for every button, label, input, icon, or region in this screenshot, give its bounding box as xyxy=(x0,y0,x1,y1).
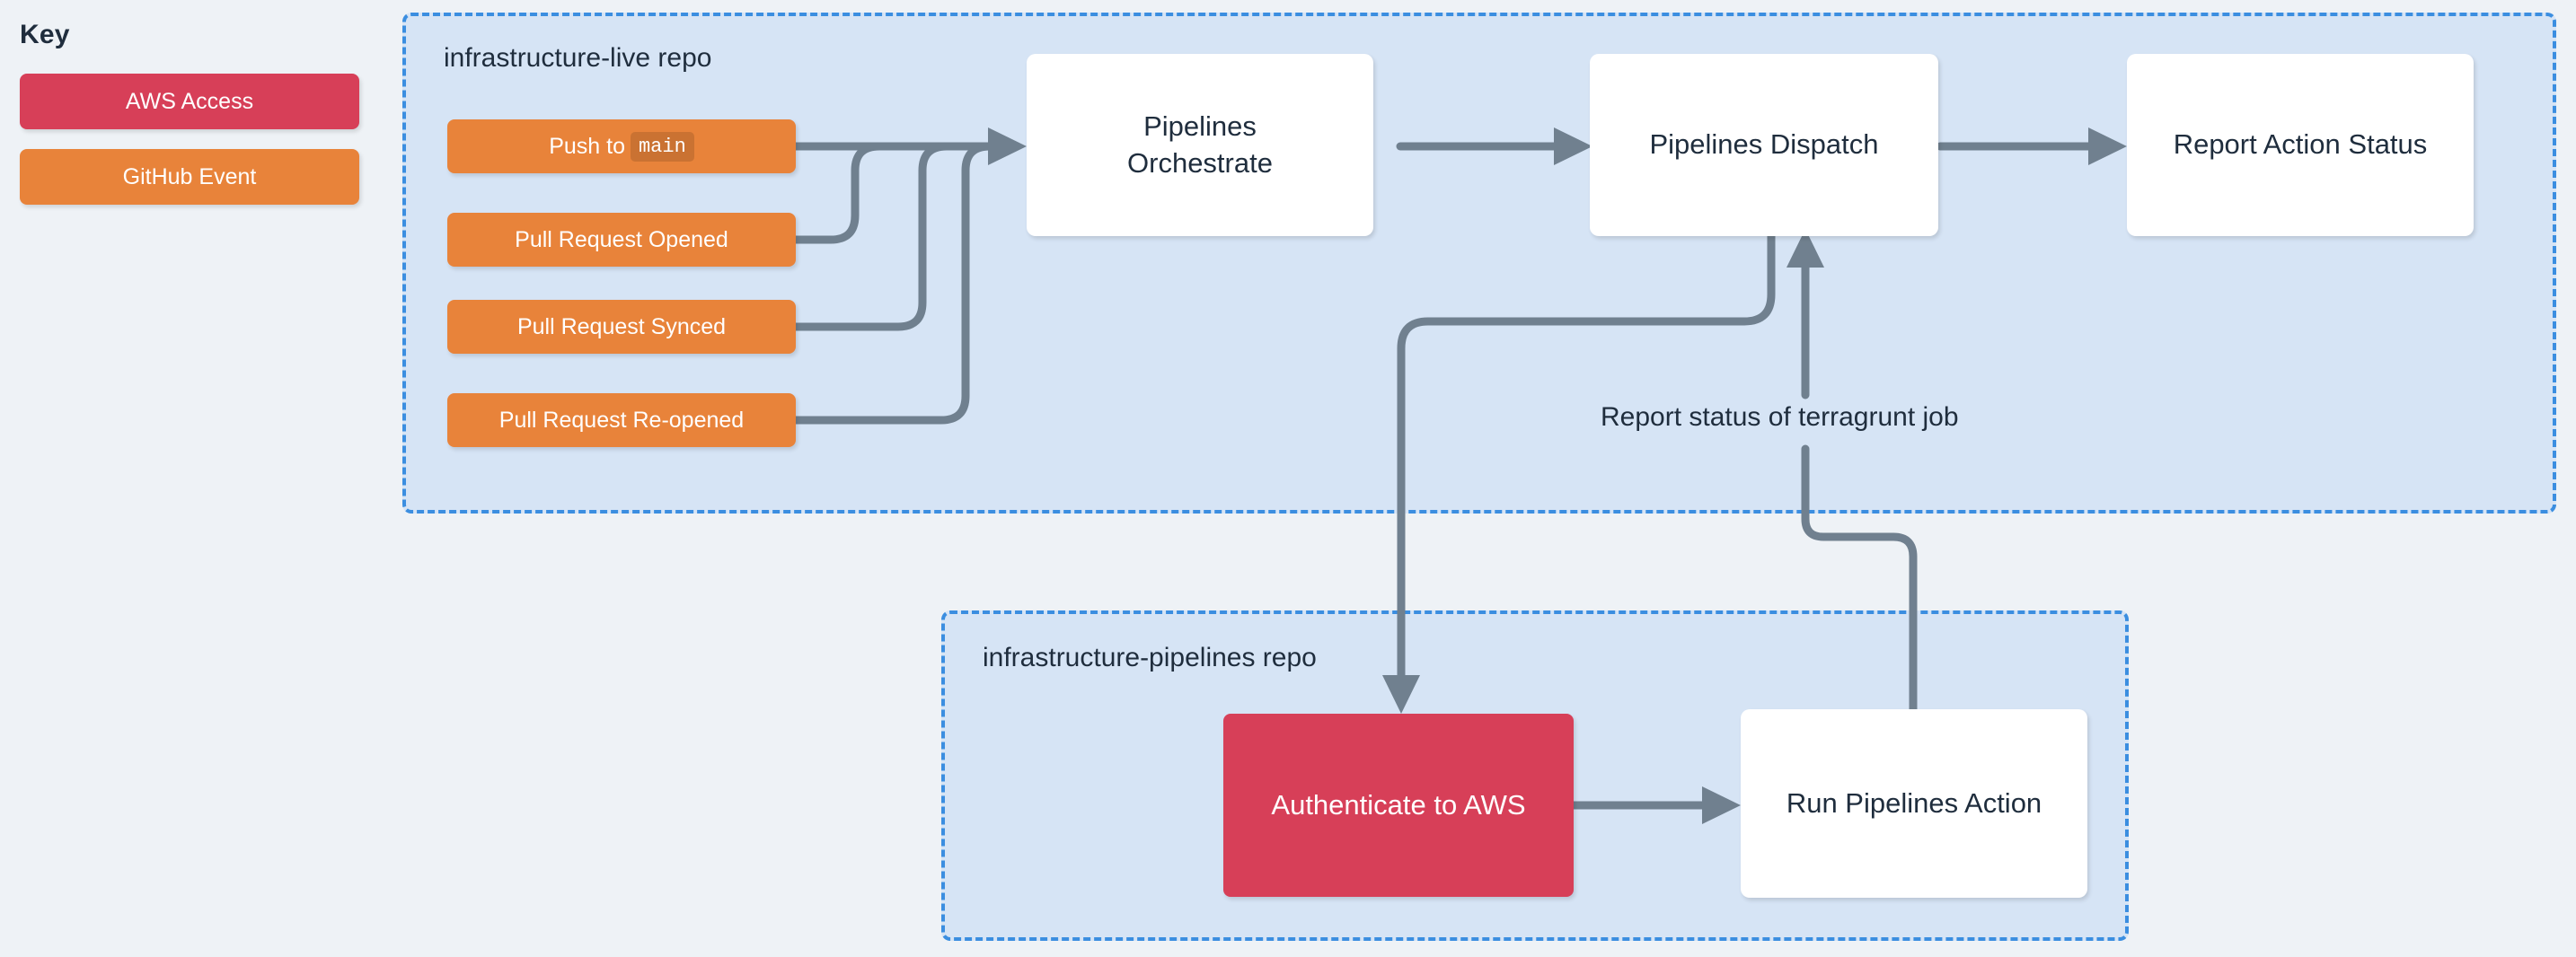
legend-key: Key AWS Access GitHub Event xyxy=(20,20,379,224)
node-label: Pull Request Re-opened xyxy=(498,407,745,433)
node-label: Report Action Status xyxy=(2173,128,2428,161)
node-report-action-status[interactable]: Report Action Status xyxy=(2127,54,2474,236)
node-pull-request-opened[interactable]: Pull Request Opened xyxy=(447,213,796,267)
branch-name-code: main xyxy=(630,131,694,162)
node-label: Run Pipelines Action xyxy=(1786,786,2042,819)
node-label-line1: Pipelines xyxy=(1143,110,1257,142)
node-label: Authenticate to AWS xyxy=(1271,789,1526,821)
legend-item-github-event: GitHub Event xyxy=(20,149,359,205)
node-pull-request-reopened[interactable]: Pull Request Re-opened xyxy=(447,393,796,447)
node-label: Pipelines Dispatch xyxy=(1649,128,1879,161)
node-pipelines-orchestrate[interactable]: Pipelines Orchestrate xyxy=(1027,54,1373,236)
legend-item-label: AWS Access xyxy=(125,88,254,114)
node-label: Push to xyxy=(549,133,625,159)
legend-item-aws-access: AWS Access xyxy=(20,74,359,129)
container-label-infrastructure-live: infrastructure-live repo xyxy=(444,43,712,73)
edge-label-report-status-of-terragrunt-job: Report status of terragrunt job xyxy=(1592,402,1968,433)
node-pipelines-dispatch[interactable]: Pipelines Dispatch xyxy=(1590,54,1938,236)
node-pull-request-synced[interactable]: Pull Request Synced xyxy=(447,300,796,354)
node-authenticate-to-aws[interactable]: Authenticate to AWS xyxy=(1223,714,1574,897)
node-label: Pull Request Synced xyxy=(516,313,727,339)
legend-title: Key xyxy=(20,20,70,49)
node-run-pipelines-action[interactable]: Run Pipelines Action xyxy=(1741,709,2087,898)
container-label-infrastructure-pipelines: infrastructure-pipelines repo xyxy=(983,643,1317,672)
node-label: Pull Request Opened xyxy=(515,226,728,252)
node-label-line2: Orchestrate xyxy=(1127,146,1273,179)
legend-item-label: GitHub Event xyxy=(122,163,257,189)
